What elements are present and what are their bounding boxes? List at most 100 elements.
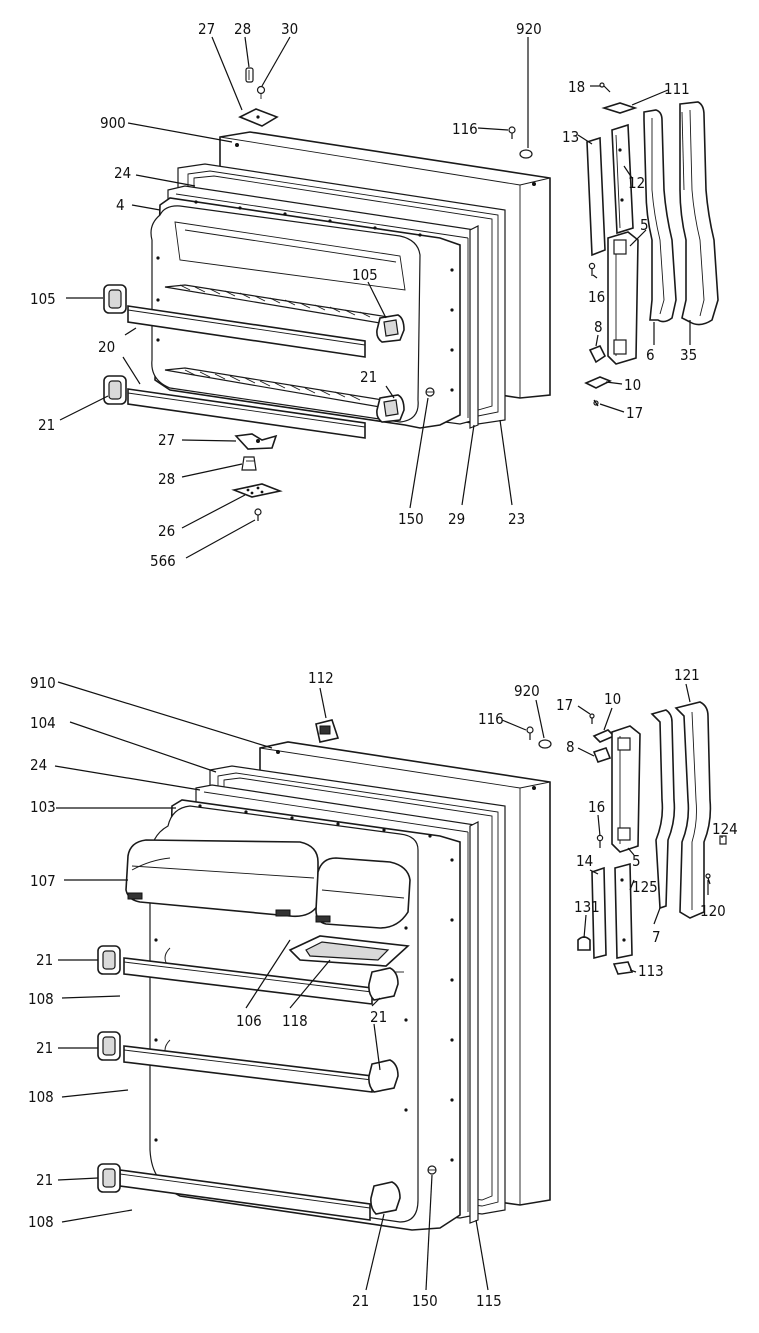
callout-920-bottom: 920 [514,682,540,700]
callout-7: 7 [652,928,661,946]
callout-150-bottom: 150 [412,1292,438,1310]
callout-107: 107 [30,872,56,890]
callout-23: 23 [508,510,525,528]
shelf-end-cap-21-left [103,375,127,405]
screw-116-bottom [526,726,534,740]
shelf-end-cap-105-left [103,284,127,314]
handle-121 [674,701,712,919]
callout-17-bottom: 17 [556,696,573,714]
callout-28: 28 [234,20,251,38]
callout-21-left: 21 [38,416,55,434]
shelf-end-cap-21-right-3 [370,1181,401,1215]
callout-24: 24 [114,164,131,182]
handle-35 [679,101,719,326]
handle-6 [643,109,677,323]
callout-6: 6 [646,346,655,364]
egg-tray-118 [288,935,410,967]
screw-150 [425,387,435,397]
callout-16-bottom: 16 [588,798,605,816]
breaker-strip-115 [469,821,479,1224]
handle-parts-bottom [577,713,727,975]
bottom-hinge-parts [231,433,283,521]
callout-27: 27 [198,20,215,38]
callout-108-middle: 108 [28,1088,54,1106]
freezer-door-diagram: 27 28 30 920 900 116 18 111 13 12 24 4 5… [30,20,719,570]
plug-920 [519,149,533,159]
shelf-end-cap-21-left-3 [97,1163,121,1193]
plug-920-bottom [538,739,552,749]
callout-118: 118 [282,1012,308,1030]
shelf-bar-20-upper [127,305,366,358]
dairy-compartment-door-106 [315,857,411,929]
callout-12: 12 [628,174,645,192]
callout-105-left: 105 [30,290,56,308]
callout-4: 4 [116,196,125,214]
callout-125: 125 [632,878,658,896]
shelf-end-cap-21-left-1 [97,945,121,975]
callout-105-right: 105 [352,266,378,284]
callout-8-bottom: 8 [566,738,575,756]
callout-10: 10 [624,376,641,394]
callout-24-bottom: 24 [30,756,47,774]
shelf-bar-108-middle [123,1045,373,1093]
callout-131: 131 [574,898,600,916]
callout-28-bottom: 28 [158,470,175,488]
callout-113: 113 [638,962,664,980]
top-hinge-parts [238,67,279,127]
callout-13: 13 [562,128,579,146]
callout-900: 900 [100,114,126,132]
callout-5: 5 [640,216,649,234]
callout-124: 124 [712,820,738,838]
callout-18: 18 [568,78,585,96]
callout-30: 30 [281,20,298,38]
callout-26: 26 [158,522,175,540]
callout-910: 910 [30,674,56,692]
callout-27-bottom: 27 [158,431,175,449]
callout-21-right-1: 21 [370,1008,387,1026]
callout-16: 16 [588,288,605,306]
screw-116 [508,126,516,139]
callout-120: 120 [700,902,726,920]
callout-5-bottom: 5 [632,852,641,870]
callout-35: 35 [680,346,697,364]
shelf-end-cap-105-right [376,314,405,343]
callout-14: 14 [576,852,593,870]
callout-108-bottom: 108 [28,1213,54,1231]
callout-21-left-2: 21 [36,1039,53,1057]
callout-103: 103 [30,798,56,816]
callout-116-bottom: 116 [478,710,504,728]
callout-21-left-1: 21 [36,951,53,969]
breaker-strip-29 [469,225,479,429]
shelf-end-cap-21-left-2 [97,1031,121,1061]
hinge-cap-112 [315,719,340,743]
callout-106: 106 [236,1012,262,1030]
handle-7 [650,709,676,910]
callout-108-top: 108 [28,990,54,1008]
callout-111: 111 [664,80,690,98]
callout-112: 112 [308,669,334,687]
callout-21-bottom: 21 [352,1292,369,1310]
shelf-end-cap-21-right [376,394,405,423]
callout-920: 920 [516,20,542,38]
callout-29: 29 [448,510,465,528]
shelf-bar-20-lower [127,388,366,439]
screw-150-bottom [427,1165,437,1175]
callout-21-left-3: 21 [36,1171,53,1189]
callout-21-right: 21 [360,368,377,386]
callout-150: 150 [398,510,424,528]
callout-104: 104 [30,714,56,732]
handle-parts [584,82,639,407]
shelf-bar-108-top [123,957,373,1005]
shelf-end-cap-21-right-2 [368,1059,399,1093]
fresh-food-door-diagram: 112 910 920 116 17 10 121 104 8 24 103 1… [28,666,738,1310]
shelf-end-cap-21-right-1 [368,967,399,1001]
callout-566: 566 [150,552,176,570]
callout-8: 8 [594,318,603,336]
callout-20: 20 [98,338,115,356]
callout-116: 116 [452,120,478,138]
callout-10-bottom: 10 [604,690,621,708]
callout-121: 121 [674,666,700,684]
inner-door-liner-4 [150,197,461,429]
callout-17: 17 [626,404,643,422]
